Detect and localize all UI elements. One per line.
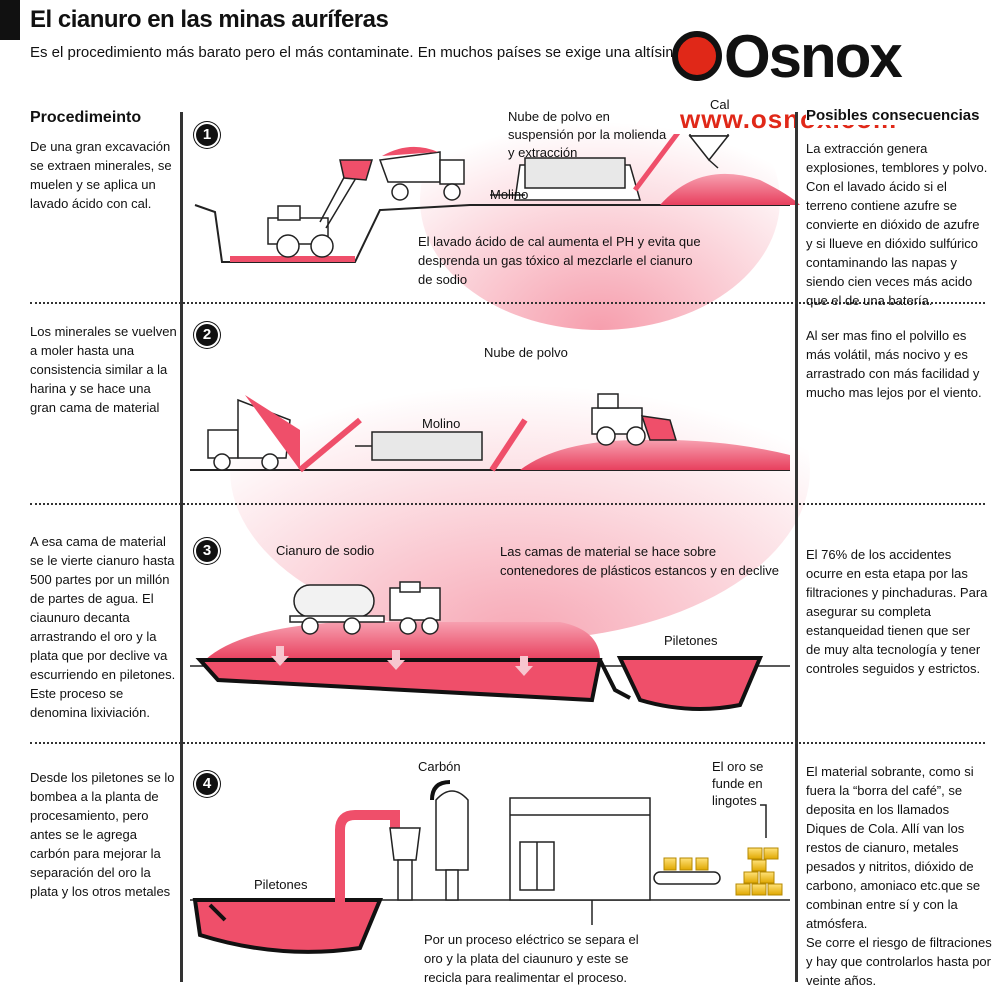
flow-arrows — [271, 646, 533, 676]
material-pile — [660, 173, 800, 205]
pit-material — [230, 256, 355, 262]
conveyor-icon — [653, 871, 721, 885]
step-3-badge: 3 — [196, 540, 218, 562]
step-1-consequence: La extracción genera explosiones, temblo… — [806, 141, 988, 308]
subtitle-text: Es el procedimiento más barato pero el m… — [30, 44, 703, 61]
row-separator — [30, 503, 985, 505]
logo-o-icon — [672, 31, 722, 81]
pool — [616, 656, 764, 711]
title-accent-bar — [0, 0, 20, 40]
lime-label: Cal — [710, 97, 730, 112]
step-3-consequence: El 76% de los accidentes ocurre en esta … — [806, 547, 988, 676]
mill-label: Molino — [422, 416, 461, 431]
cyanide-label: Cianuro de sodio — [276, 543, 375, 558]
loader-icon — [267, 159, 374, 258]
step-2-description: Los minerales se vuelven a moler hasta u… — [30, 324, 177, 415]
conveyor — [489, 418, 528, 472]
brand-logo: Osnox — [672, 22, 903, 91]
step-2-consequence: Al ser mas fino el polvillo es más volát… — [806, 328, 982, 400]
gold-ingots-icon — [663, 847, 783, 896]
consequences-header: Posibles consecuencias — [806, 106, 980, 125]
liner-container — [195, 658, 603, 703]
excavation-ground — [194, 204, 790, 263]
step-4-consequence: El material sobrante, como si fuera la “… — [806, 764, 992, 988]
processing-tank-icon — [389, 790, 469, 901]
pools-label: Piletones — [254, 877, 308, 892]
page-subtitle: Es el procedimiento más barato pero el m… — [30, 44, 703, 61]
carbon-pipe — [430, 780, 451, 801]
loader-icon — [591, 393, 678, 446]
dust-cloud-label: Nube de polvo en suspensión por la molie… — [508, 109, 667, 160]
step-1-scene — [194, 70, 800, 330]
mill-icon — [355, 431, 483, 461]
ingots-leader — [760, 804, 767, 838]
carbon-label: Carbón — [418, 759, 461, 774]
step-1-badge: 1 — [196, 124, 218, 146]
pools-label: Piletones — [664, 633, 718, 648]
step-4-badge: 4 — [196, 773, 218, 795]
dump-truck-icon — [378, 146, 465, 201]
step-4-scene — [190, 780, 790, 954]
liner-beds-label: Las camas de material se hace sobre cont… — [500, 544, 779, 578]
step-4-description: Desde los piletones se lo bombea a la pl… — [30, 770, 175, 899]
mill-label: Molino — [490, 187, 529, 202]
ingots-label: El oro se funde en lingotes — [712, 759, 764, 808]
mill-icon — [490, 128, 682, 201]
electrolysis-note: Por un proceso eléctrico se separa el or… — [424, 932, 639, 985]
right-divider — [795, 112, 798, 982]
step-1-description: De una gran excavación se extraen minera… — [30, 139, 172, 211]
material-bed — [520, 439, 790, 470]
row-separator — [30, 302, 985, 304]
step-2-scene — [190, 300, 810, 640]
pool — [192, 898, 383, 954]
step-3-scene — [190, 581, 790, 711]
pump-pipe — [335, 810, 400, 905]
procedure-header: Procedimeinto — [30, 109, 142, 126]
dust-cloud-label: Nube de polvo — [484, 345, 568, 360]
step-2-badge: 2 — [196, 324, 218, 346]
dump-truck-icon — [207, 395, 300, 471]
step-3-description: A esa cama de material se le vierte cian… — [30, 534, 176, 720]
row-separator — [30, 742, 985, 744]
page-title: El cianuro en las minas auríferas — [30, 6, 389, 33]
logo-wordmark: Osnox — [724, 23, 903, 90]
acid-wash-note: El lavado ácido de cal aumenta el PH y e… — [418, 234, 701, 287]
conveyor — [298, 417, 362, 473]
tanker-truck-icon — [289, 581, 441, 635]
processing-plant-icon — [509, 797, 651, 901]
left-divider — [180, 112, 183, 982]
